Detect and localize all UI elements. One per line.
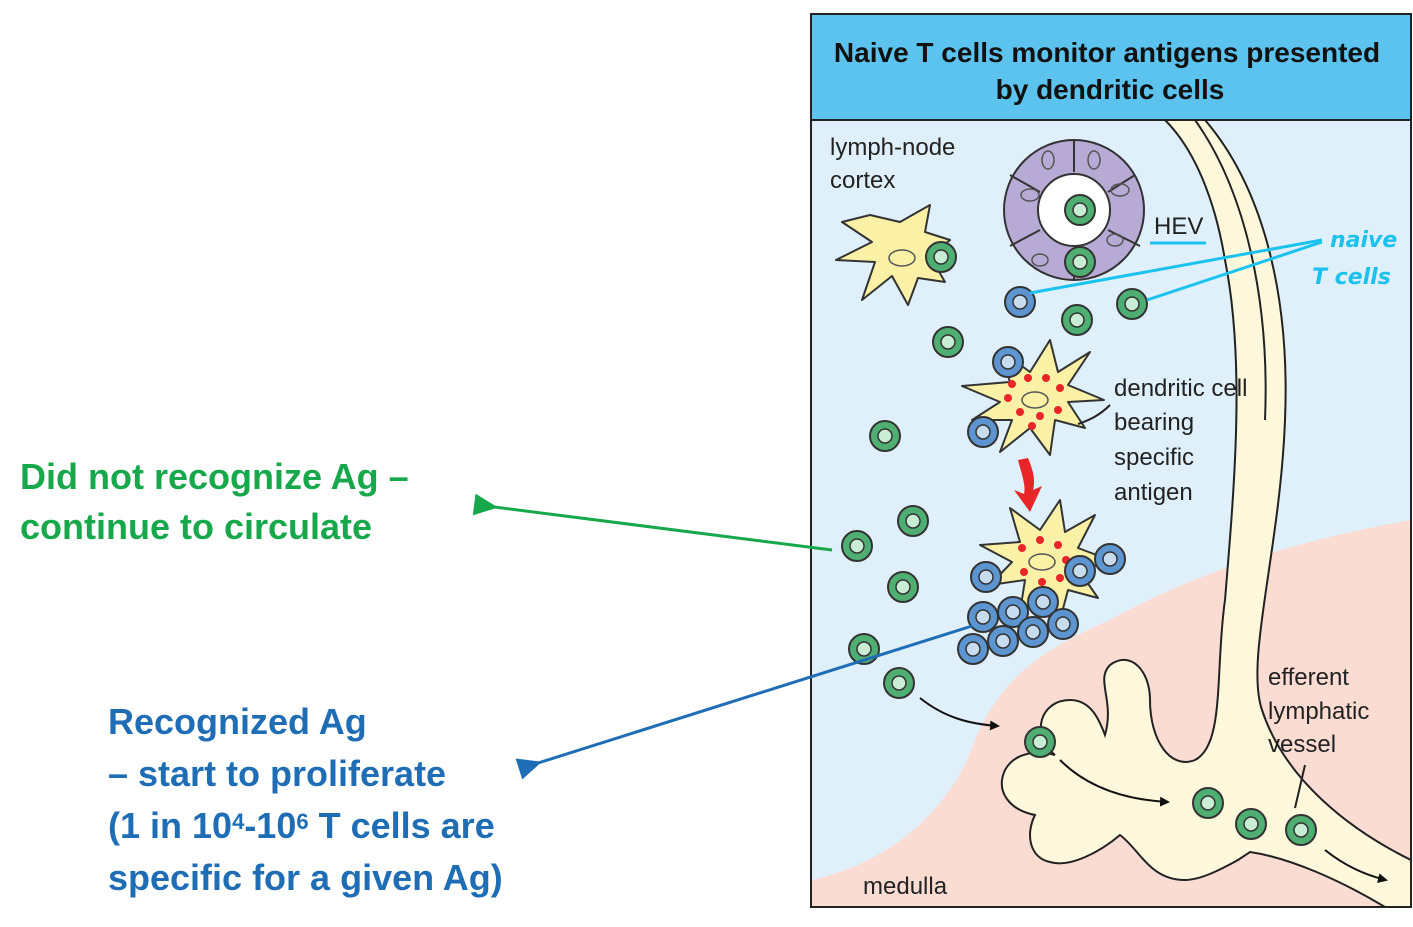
specific-t-cell <box>970 561 1002 593</box>
cortex-label-line2: cortex <box>830 167 895 194</box>
efferent-label-line3: vessel <box>1268 731 1336 758</box>
specific-t-cell <box>1064 555 1096 587</box>
naive-t-cell <box>1064 246 1096 278</box>
naive-t-cell <box>932 326 964 358</box>
dc-label-line1: dendritic cell <box>1114 375 1247 402</box>
annotation-not-recognized: Did not recognize Ag – continue to circu… <box>20 452 409 552</box>
specific-t-cells <box>957 286 1126 665</box>
efferent-label-line2: lymphatic <box>1268 698 1369 725</box>
vessel-inner-wall <box>1194 119 1267 421</box>
annotation-blue-line1: Recognized Ag <box>108 701 367 742</box>
specific-t-cell <box>967 416 999 448</box>
specific-t-cell <box>987 625 1019 657</box>
naive-t-cell <box>897 505 929 537</box>
dendritic-cell-resting <box>835 204 951 306</box>
panel-title-line1: Naive T cells monitor antigens presented <box>834 37 1380 68</box>
frequency-exponent-1: 4 <box>232 809 245 834</box>
specific-t-cell <box>1017 616 1049 648</box>
annotation-blue-line2: – start to proliferate <box>108 753 447 794</box>
specific-t-cell <box>1027 586 1059 618</box>
efferent-leader-line <box>1294 764 1306 809</box>
panel-header <box>812 14 1411 120</box>
blue-pointer-arrow <box>515 624 973 780</box>
dc-label-line4: antigen <box>1114 479 1193 506</box>
frequency-text-a: (1 in 10 <box>108 805 233 846</box>
specific-t-cell <box>1004 286 1036 318</box>
activation-arrow <box>1014 458 1042 512</box>
naive-t-cell <box>1064 194 1096 226</box>
naive-t-cell <box>1024 726 1056 758</box>
panel-border <box>810 13 1412 908</box>
annotation-blue-line3: (1 in 104-106 T cells are <box>108 800 503 852</box>
migration-arrows <box>919 697 1388 884</box>
handwritten-label-line1: naive <box>1330 228 1397 253</box>
naive-t-cell <box>869 420 901 452</box>
naive-t-cell <box>1061 304 1093 336</box>
specific-t-cell <box>967 601 999 633</box>
frequency-text-c: T cells are <box>308 805 495 846</box>
naive-t-cell <box>925 241 957 273</box>
naive-t-cell <box>1235 808 1267 840</box>
naive-t-cells-pointer-lines <box>1029 238 1323 302</box>
frequency-exponent-2: 6 <box>296 809 309 834</box>
dc-leader-line <box>1077 404 1111 425</box>
annotation-green-line2: continue to circulate <box>20 506 373 547</box>
specific-t-cell <box>1047 608 1079 640</box>
naive-t-cell <box>1116 288 1148 320</box>
panel-title-line2: by dendritic cells <box>996 74 1225 105</box>
lymphatic-vessel <box>1000 119 1411 907</box>
naive-t-cell <box>1285 814 1317 846</box>
green-pointer-arrow <box>472 493 833 552</box>
naive-t-cell <box>887 571 919 603</box>
frequency-text-b: -10 <box>244 805 297 846</box>
dc-label-line2: bearing <box>1114 409 1194 436</box>
hev-label: HEV <box>1154 213 1203 240</box>
naive-t-cell <box>841 530 873 562</box>
handwritten-label-line2: T cells <box>1312 265 1391 290</box>
specific-t-cell <box>992 346 1024 378</box>
specific-t-cell <box>957 633 989 665</box>
specific-t-cell <box>1094 543 1126 575</box>
naive-t-cell <box>883 667 915 699</box>
efferent-label-line1: efferent <box>1268 664 1349 691</box>
annotation-blue-line4: specific for a given Ag) <box>108 857 503 898</box>
dendritic-cell-antigen <box>961 339 1105 456</box>
annotation-green-line1: Did not recognize Ag – <box>20 456 409 497</box>
naive-t-cell <box>1192 787 1224 819</box>
medulla-label: medulla <box>863 873 948 900</box>
cortex-label-line1: lymph-node <box>830 134 955 161</box>
annotation-recognized: Recognized Ag – start to proliferate (1 … <box>108 696 503 904</box>
dc-label-line3: specific <box>1114 444 1194 471</box>
